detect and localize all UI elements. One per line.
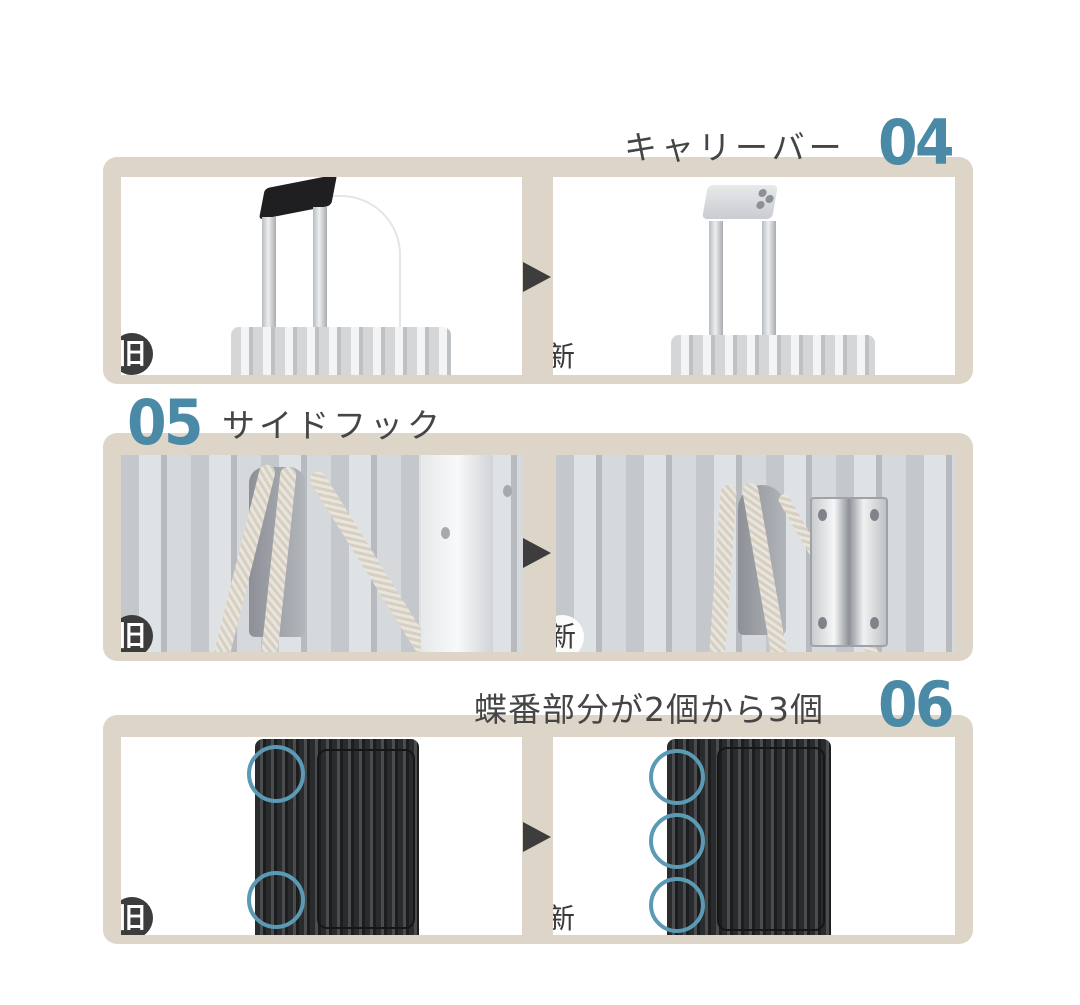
section-number: 06 xyxy=(878,668,955,741)
suitcase-top xyxy=(231,327,451,375)
hinge-highlight-ring xyxy=(247,745,305,803)
arrow-right-icon xyxy=(523,538,551,568)
section-title: サイドフック xyxy=(222,406,444,445)
side-hook-old-image xyxy=(121,455,523,652)
arrow-right-icon xyxy=(523,262,551,292)
carry-bar-old-image xyxy=(121,177,522,375)
metal-hinge xyxy=(810,497,888,647)
new-photo-carry-bar: 新 xyxy=(553,177,955,375)
hinge-highlight-ring xyxy=(649,877,705,933)
section-number: 05 xyxy=(127,386,204,459)
new-photo-hinges: 新 xyxy=(553,737,955,935)
hinge-highlight-ring xyxy=(649,749,705,805)
old-badge: 旧 xyxy=(121,615,153,652)
old-photo-side-hook: 旧 xyxy=(121,455,523,652)
old-photo-carry-bar: 旧 xyxy=(121,177,522,375)
new-photo-side-hook: 新 xyxy=(556,455,956,652)
charging-cable xyxy=(321,195,401,335)
phone-on-holder xyxy=(702,185,778,219)
hinge-highlight-ring xyxy=(247,871,305,929)
carry-bar-new-image xyxy=(553,177,955,375)
suitcase-top xyxy=(671,335,875,375)
section-number: 04 xyxy=(878,106,955,179)
old-badge: 旧 xyxy=(121,897,153,935)
new-badge: 新 xyxy=(553,897,583,935)
section-title: キャリーバー xyxy=(624,128,846,167)
side-hook-new-image xyxy=(556,455,956,652)
section-title: 蝶番部分が2個から3個 xyxy=(474,690,824,729)
hinge xyxy=(421,455,512,652)
arrow-right-icon xyxy=(523,822,551,852)
hinge-highlight-ring xyxy=(649,813,705,869)
old-photo-hinges: 旧 xyxy=(121,737,522,935)
